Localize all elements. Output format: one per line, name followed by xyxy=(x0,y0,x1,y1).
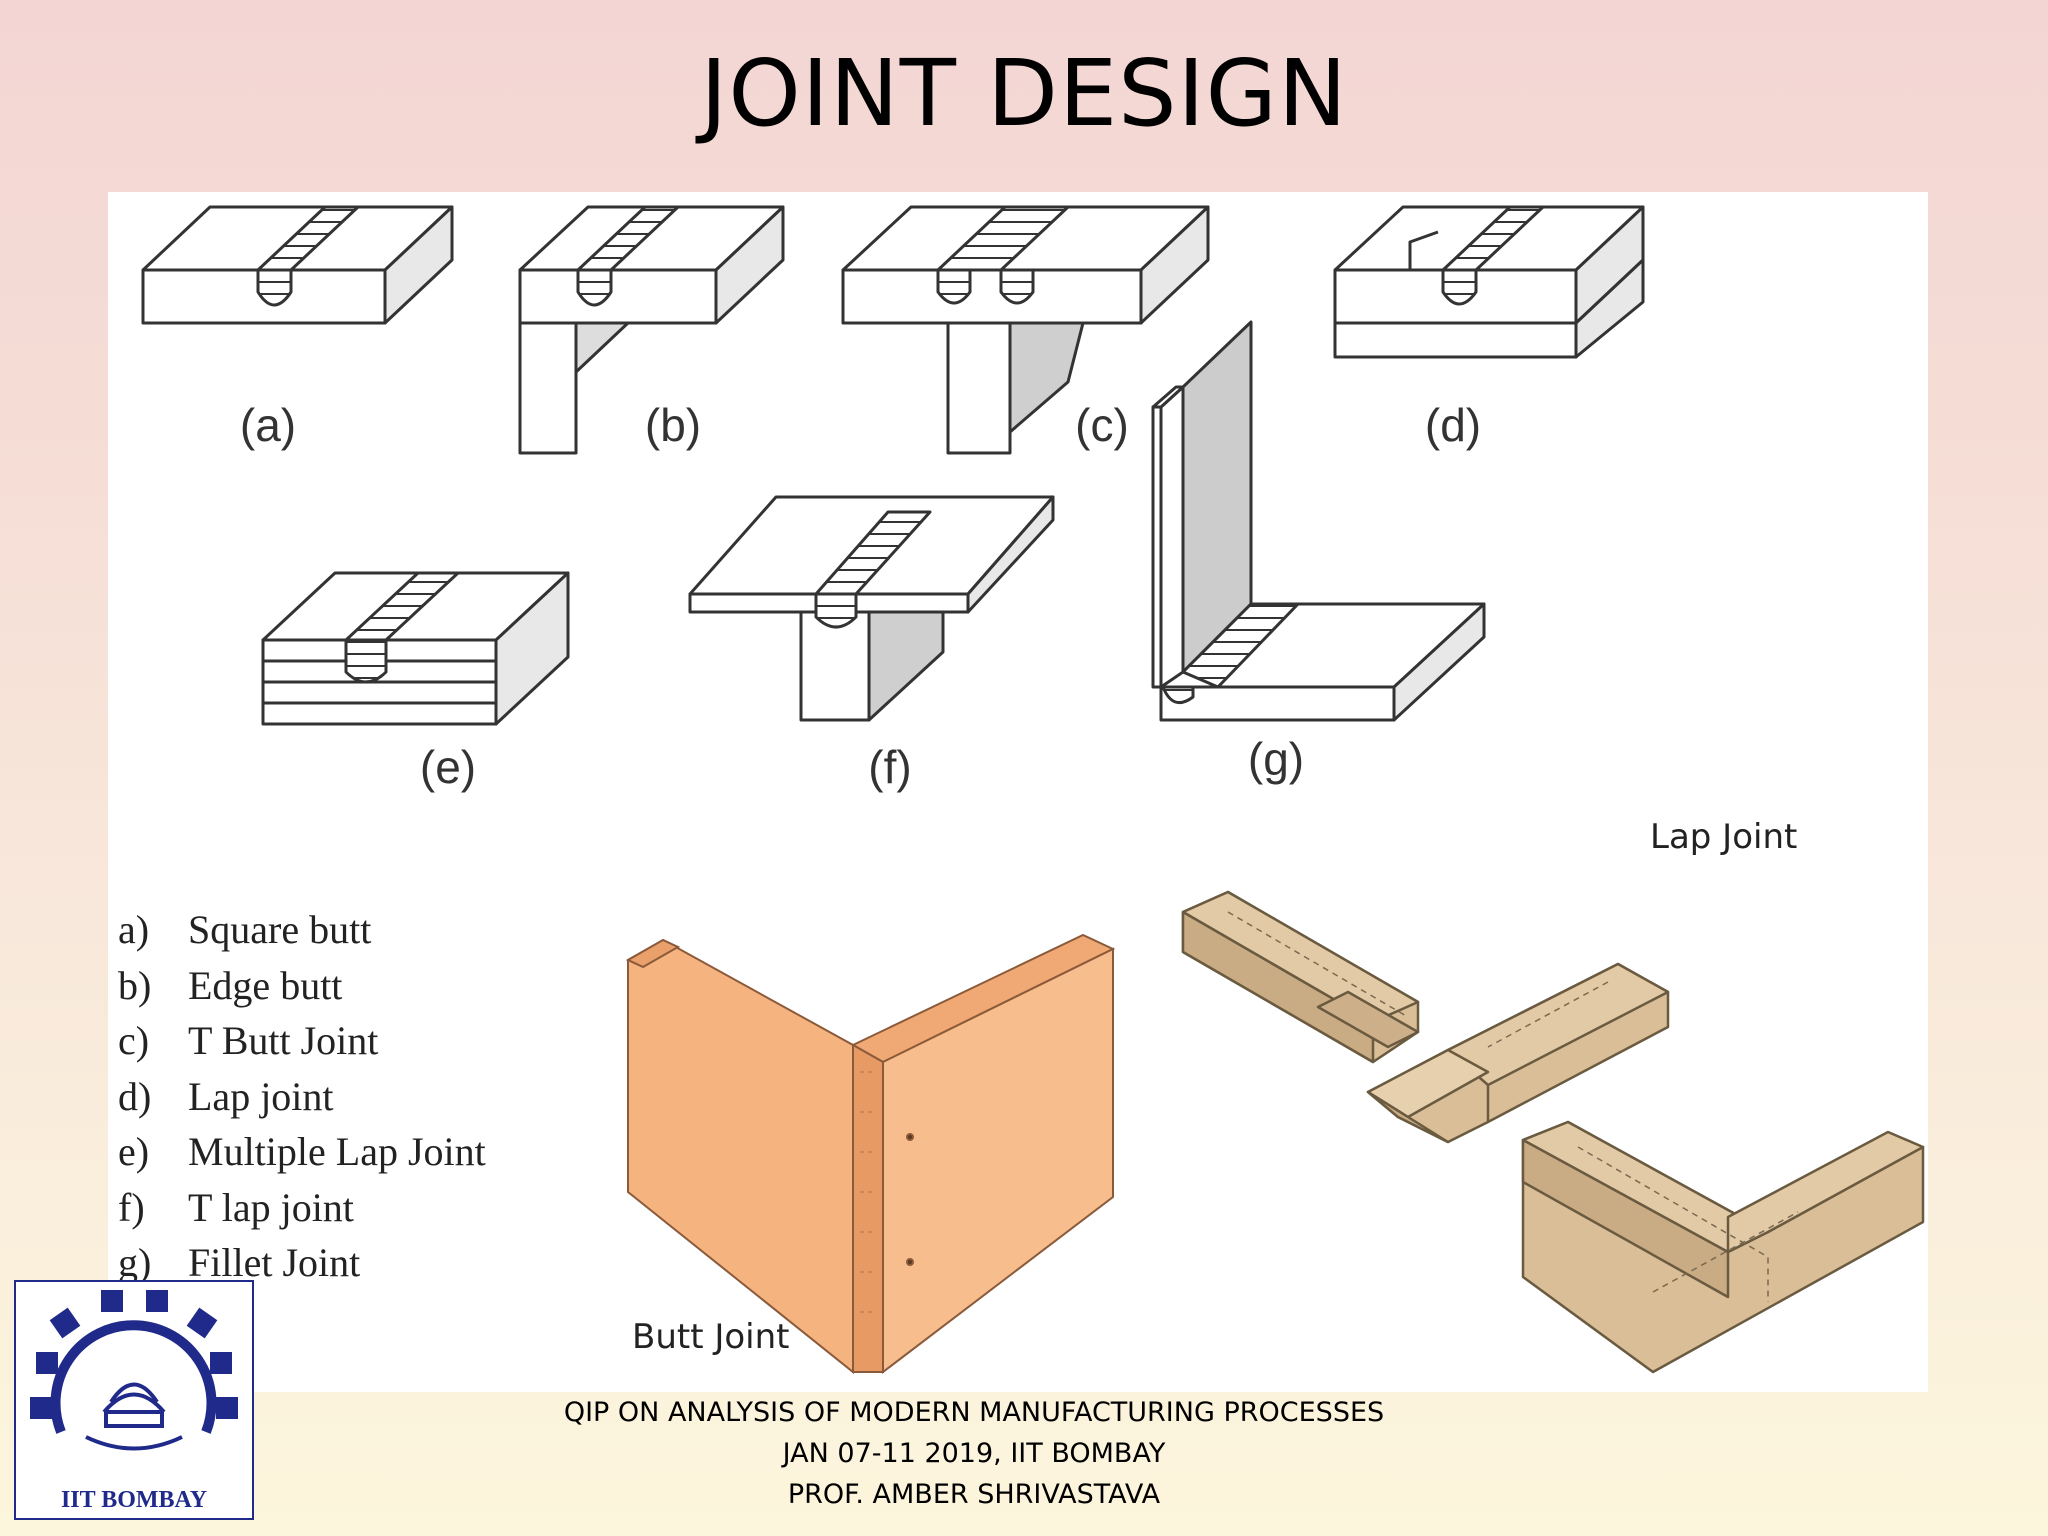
diagram-e-multiple-lap xyxy=(261,571,570,726)
figure-label-a: (a) xyxy=(239,399,297,451)
slide-title: JOINT DESIGN xyxy=(700,40,1348,147)
footer-line-2: JAN 07-11 2019, IIT BOMBAY xyxy=(782,1438,1166,1469)
footer-line-3: PROF. AMBER SHRIVASTAVA xyxy=(787,1479,1161,1510)
figure-label-d: (d) xyxy=(1424,399,1482,451)
diagram-c-t-butt xyxy=(841,205,1210,455)
figure-label-b: (b) xyxy=(644,399,702,451)
lap-joint-illustration xyxy=(1181,890,1925,1374)
iit-bombay-logo: IIT BOMBAY xyxy=(14,1280,254,1520)
logo-text: IIT BOMBAY xyxy=(60,1487,208,1513)
figure-panel: (a) (b) (c) (d) (e) (f) (g) a)Square but… xyxy=(108,192,1928,1392)
joint-legend: a)Square butt b)Edge butt c)T Butt Joint… xyxy=(118,902,486,1291)
legend-item: d)Lap joint xyxy=(118,1073,334,1119)
diagram-d-lap xyxy=(1333,205,1645,359)
figure-label-e: (e) xyxy=(419,741,477,793)
butt-joint-illustration xyxy=(625,933,1116,1375)
diagram-b-edge-butt xyxy=(518,205,785,455)
legend-item: c)T Butt Joint xyxy=(118,1018,379,1063)
figure-label-c: (c) xyxy=(1075,399,1129,451)
legend-item: g)Fillet Joint xyxy=(118,1240,361,1285)
diagram-g-fillet xyxy=(1151,320,1486,722)
footer-line-1: QIP ON ANALYSIS OF MODERN MANUFACTURING … xyxy=(563,1397,1385,1428)
gear-emblem-icon xyxy=(30,1290,238,1451)
legend-item: e)Multiple Lap Joint xyxy=(118,1129,486,1174)
legend-item: b)Edge butt xyxy=(118,962,343,1008)
figure-label-g: (g) xyxy=(1247,733,1305,785)
lap-joint-caption: Lap Joint xyxy=(1650,817,1798,857)
figure-label-f: (f) xyxy=(868,741,912,793)
diagram-f-t-lap xyxy=(688,495,1055,722)
joint-diagrams xyxy=(141,205,1925,1375)
butt-joint-caption: Butt Joint xyxy=(632,1317,790,1357)
diagram-a-square-butt xyxy=(141,205,454,325)
legend-item: a)Square butt xyxy=(118,907,372,952)
slide-footer: QIP ON ANALYSIS OF MODERN MANUFACTURING … xyxy=(424,1392,1524,1515)
legend-item: f)T lap joint xyxy=(118,1184,354,1230)
